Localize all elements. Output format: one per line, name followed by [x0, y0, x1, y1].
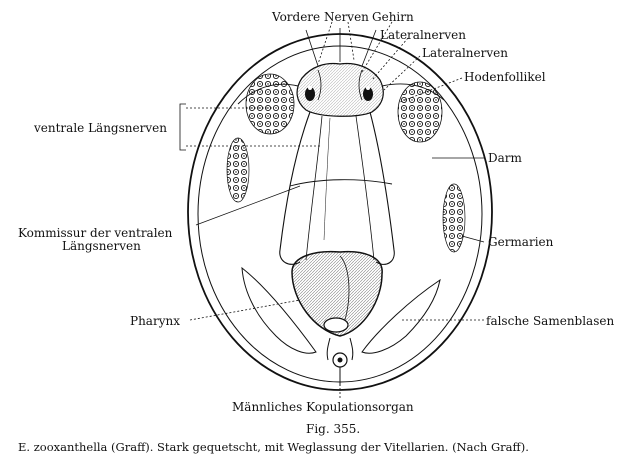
label-kommissur-line2: Längsnerven: [62, 239, 141, 253]
label-darm: Darm: [488, 151, 522, 165]
germarium-left: [226, 137, 250, 203]
label-vordere-nerven: Vordere Nerven: [272, 10, 369, 24]
testis-left: [245, 73, 295, 135]
label-ventrale-laengsnerven: ventrale Längsnerven: [34, 121, 167, 135]
eye-left: [305, 87, 315, 101]
gut-outline: [279, 111, 311, 265]
testis-right: [397, 81, 443, 143]
commissure: [289, 179, 393, 187]
label-kopulationsorgan: Männliches Kopulationsorgan: [232, 400, 414, 414]
label-lateralnerven-2: Lateralnerven: [422, 46, 508, 60]
false-seminal-vesicle-right: [361, 278, 441, 354]
figure-number: Fig. 355.: [306, 422, 361, 436]
label-germarien: Germarien: [488, 235, 554, 249]
label-kommissur-line1: Kommissur der ventralen: [18, 226, 173, 240]
leader-lines: [179, 21, 485, 398]
label-gehirn: Gehirn: [372, 10, 414, 24]
label-lateralnerven-1: Lateralnerven: [380, 28, 466, 42]
brain: [296, 62, 384, 117]
pharynx-mouth: [323, 317, 349, 333]
label-falsche-samenblasen: falsche Samenblasen: [486, 314, 615, 328]
ventral-nerve-right: [355, 115, 375, 261]
label-hodenfollikel: Hodenfollikel: [464, 70, 546, 84]
figure-caption: E. zooxanthella (Graff). Stark gequetsch…: [18, 440, 529, 454]
false-seminal-vesicle-left: [241, 266, 317, 354]
germarium-right: [442, 183, 466, 253]
ventral-nerve-left: [305, 115, 323, 261]
pharynx: [291, 250, 383, 337]
label-pharynx: Pharynx: [130, 314, 180, 328]
eye-right: [363, 87, 373, 101]
